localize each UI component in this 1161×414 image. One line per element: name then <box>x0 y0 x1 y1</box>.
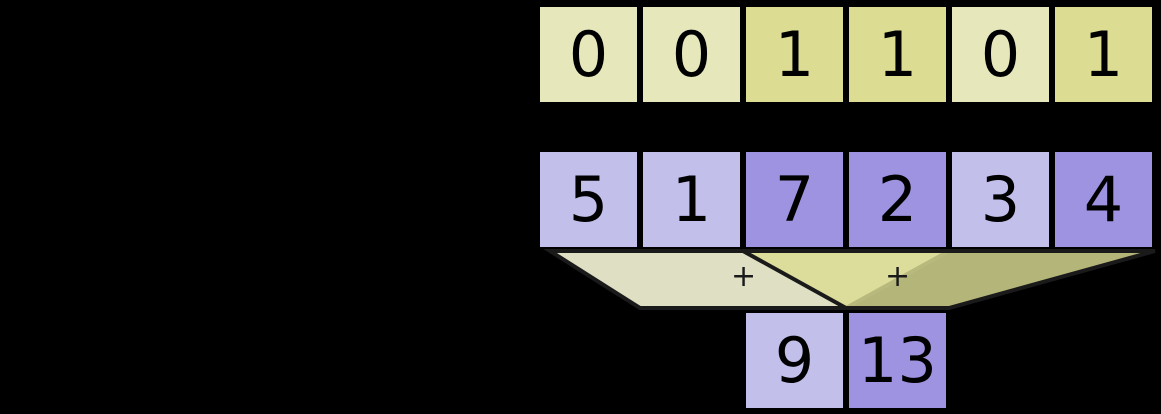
funnel-operator-right: + <box>885 259 911 294</box>
data-cell-4: 3 <box>949 149 1052 250</box>
funnel-operator-left: + <box>731 259 757 294</box>
mask-cell-4: 0 <box>949 4 1052 105</box>
data-cell-3: 2 <box>846 149 949 250</box>
mask-cell-2: 1 <box>743 4 846 105</box>
funnel-shape-right <box>735 249 1156 310</box>
result-cell-0: 9 <box>743 310 846 411</box>
data-cell-2: 7 <box>743 149 846 250</box>
data-cell-5: 4 <box>1052 149 1155 250</box>
data-cell-1: 1 <box>640 149 743 250</box>
mask-cell-3: 1 <box>846 4 949 105</box>
mask-cell-0: 0 <box>537 4 640 105</box>
mask-cell-5: 1 <box>1052 4 1155 105</box>
data-cell-0: 5 <box>537 149 640 250</box>
mask-cell-1: 0 <box>640 4 743 105</box>
result-cell-1: 13 <box>846 310 949 411</box>
